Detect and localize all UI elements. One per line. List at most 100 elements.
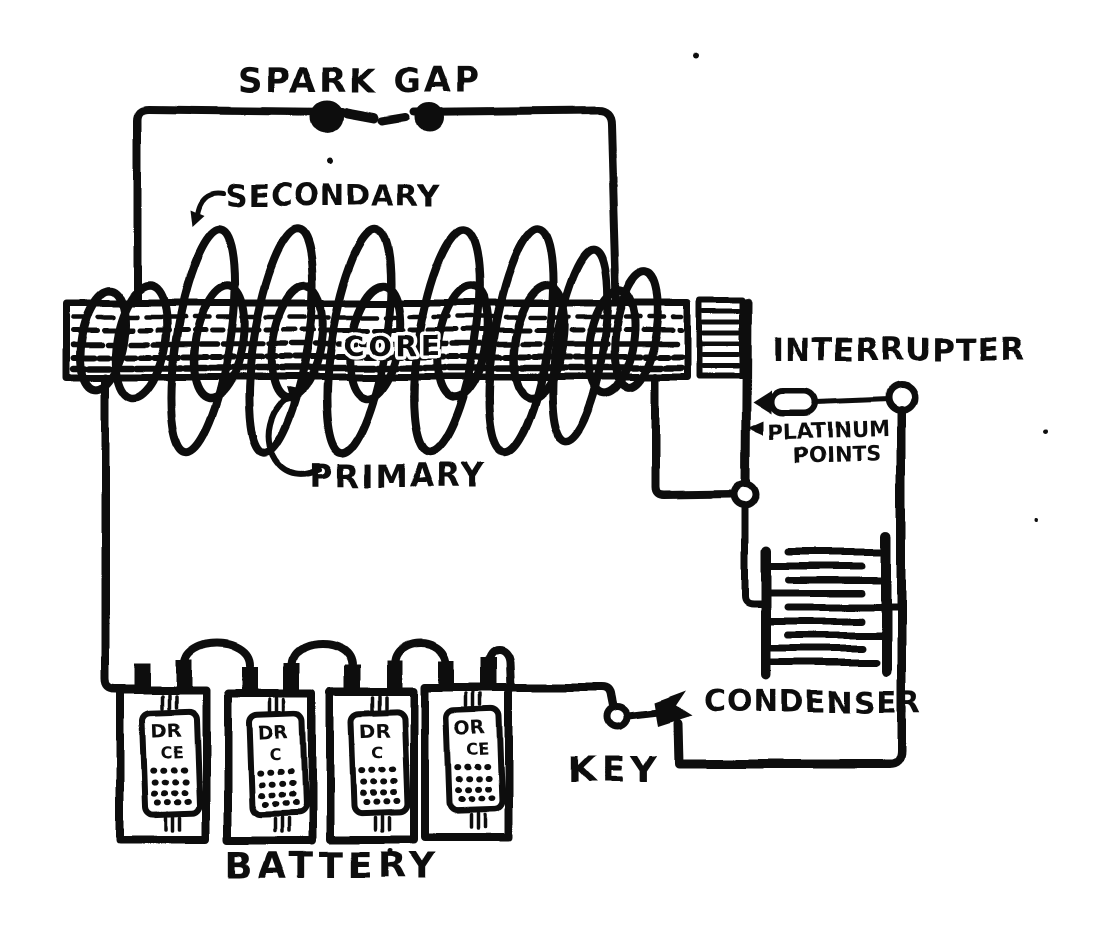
cell-label-dots xyxy=(150,766,196,806)
cell-brand-line1: OR xyxy=(455,717,487,740)
labels: SPARK GAP SECONDARY CORE PRIMARY INTERRU… xyxy=(226,61,1025,887)
cell-terminal xyxy=(439,661,455,691)
cell-brand-line1: DR xyxy=(258,722,290,745)
cell-label-plate xyxy=(443,705,506,814)
interrupter-post-and-return-wire xyxy=(673,406,906,769)
core-label: CORE xyxy=(343,329,444,362)
print-specks xyxy=(327,54,1049,854)
secondary-wire-right xyxy=(410,106,621,304)
contact-screw-shaft xyxy=(813,396,892,405)
secondary-turn xyxy=(245,225,317,457)
platinum-points-label-line1: PLATINUM xyxy=(768,416,890,444)
battery-cell: OR CE xyxy=(421,657,513,841)
cell-label-dots xyxy=(359,766,405,806)
primary-label-arrow xyxy=(265,391,323,478)
spark-dash xyxy=(342,108,379,123)
spark-gap-circuit xyxy=(133,100,621,308)
cell-terminal xyxy=(481,657,497,691)
secondary-turn xyxy=(323,225,395,457)
spark-gap-electrode-right xyxy=(414,102,444,132)
cell-terminal xyxy=(134,664,150,694)
speck xyxy=(1034,519,1038,523)
spark-gap-electrode-left xyxy=(310,100,344,134)
cell-brand-line2: C xyxy=(269,745,281,764)
cell-label-dots xyxy=(454,763,500,803)
cell-top-ticks xyxy=(268,696,286,713)
cell-brand-line1: DR xyxy=(360,720,392,743)
pole-block-hatch xyxy=(701,308,741,369)
speck xyxy=(1043,428,1049,434)
cell-brand-line2: CE xyxy=(466,740,489,760)
cell-link-arc xyxy=(288,639,356,670)
cell-brand-line1: DR xyxy=(151,720,183,743)
cell-brand-line2: CE xyxy=(160,743,183,763)
interrupter-spring-arm xyxy=(741,298,752,491)
interrupter xyxy=(673,298,918,769)
cell-terminal xyxy=(176,660,192,694)
telegraph-key xyxy=(507,683,692,731)
primary-coil xyxy=(76,281,640,403)
secondary-label: SECONDARY xyxy=(226,179,441,214)
spark-dash xyxy=(378,113,410,125)
cell-link-arc xyxy=(180,639,254,670)
key-pivot xyxy=(603,703,631,731)
secondary-wire-left xyxy=(133,106,346,308)
secondary-turn xyxy=(410,225,484,457)
secondary-turn xyxy=(485,225,557,457)
cell-top-ticks xyxy=(160,693,178,710)
cell-brand-line2: C xyxy=(371,743,383,762)
battery: DR CE DR C xyxy=(101,373,515,845)
primary-turn xyxy=(584,286,640,398)
cell-terminal xyxy=(284,663,300,697)
battery-feed-wire xyxy=(101,373,139,693)
primary-lead-to-interrupter xyxy=(651,373,736,499)
cell-bottom-ticks xyxy=(374,815,392,833)
key-contact xyxy=(654,691,692,727)
battery-cell: DR C xyxy=(326,661,418,844)
battery-cell: DR C xyxy=(224,663,316,845)
secondary-label-arrow xyxy=(195,189,227,217)
spark-gap-label: SPARK GAP xyxy=(238,61,481,101)
battery-label: BATTERY xyxy=(226,846,440,887)
secondary-turn xyxy=(167,225,239,457)
cell-terminal xyxy=(344,665,360,695)
primary-label: PRIMARY xyxy=(310,457,487,495)
platinum-points-label-line2: POINTS xyxy=(793,440,882,467)
cell-label-dots xyxy=(257,768,303,808)
cell-top-ticks xyxy=(370,694,388,711)
cell-label-plate xyxy=(139,708,203,818)
condenser-label: CONDENSER xyxy=(704,685,921,720)
secondary-turn xyxy=(611,268,663,392)
primary-turn xyxy=(433,281,493,403)
cell-label-plate xyxy=(348,708,411,817)
cell-terminal xyxy=(386,661,402,695)
speck xyxy=(327,158,333,164)
secondary-coil xyxy=(167,225,663,457)
battery-cell: DR CE xyxy=(116,660,210,844)
cell-top-ticks xyxy=(465,690,483,707)
condenser-plates xyxy=(764,548,906,666)
cell-bottom-ticks xyxy=(469,812,487,830)
secondary-label-arrowhead xyxy=(191,209,205,226)
interrupter-label: INTERRUPTER xyxy=(772,332,1025,368)
cell-terminal xyxy=(242,667,258,697)
condenser xyxy=(741,501,906,680)
contact-screw-body xyxy=(769,388,819,416)
key-feed-wire xyxy=(507,683,617,710)
primary-turn xyxy=(111,281,171,403)
key-label: KEY xyxy=(568,750,662,791)
primary-turn xyxy=(189,281,249,403)
platinum-points-arrow xyxy=(748,421,764,435)
speck xyxy=(694,54,700,60)
cell-label-plate xyxy=(246,710,309,818)
cell-bottom-ticks xyxy=(272,816,290,834)
speck xyxy=(387,848,393,854)
primary-label-arrowhead xyxy=(286,387,305,405)
contact-screw-tip xyxy=(753,390,772,414)
primary-turn xyxy=(345,281,405,403)
condenser-feed-wire xyxy=(741,501,767,608)
primary-turn xyxy=(509,281,569,403)
primary-turn xyxy=(76,286,130,394)
secondary-turn xyxy=(547,245,613,445)
